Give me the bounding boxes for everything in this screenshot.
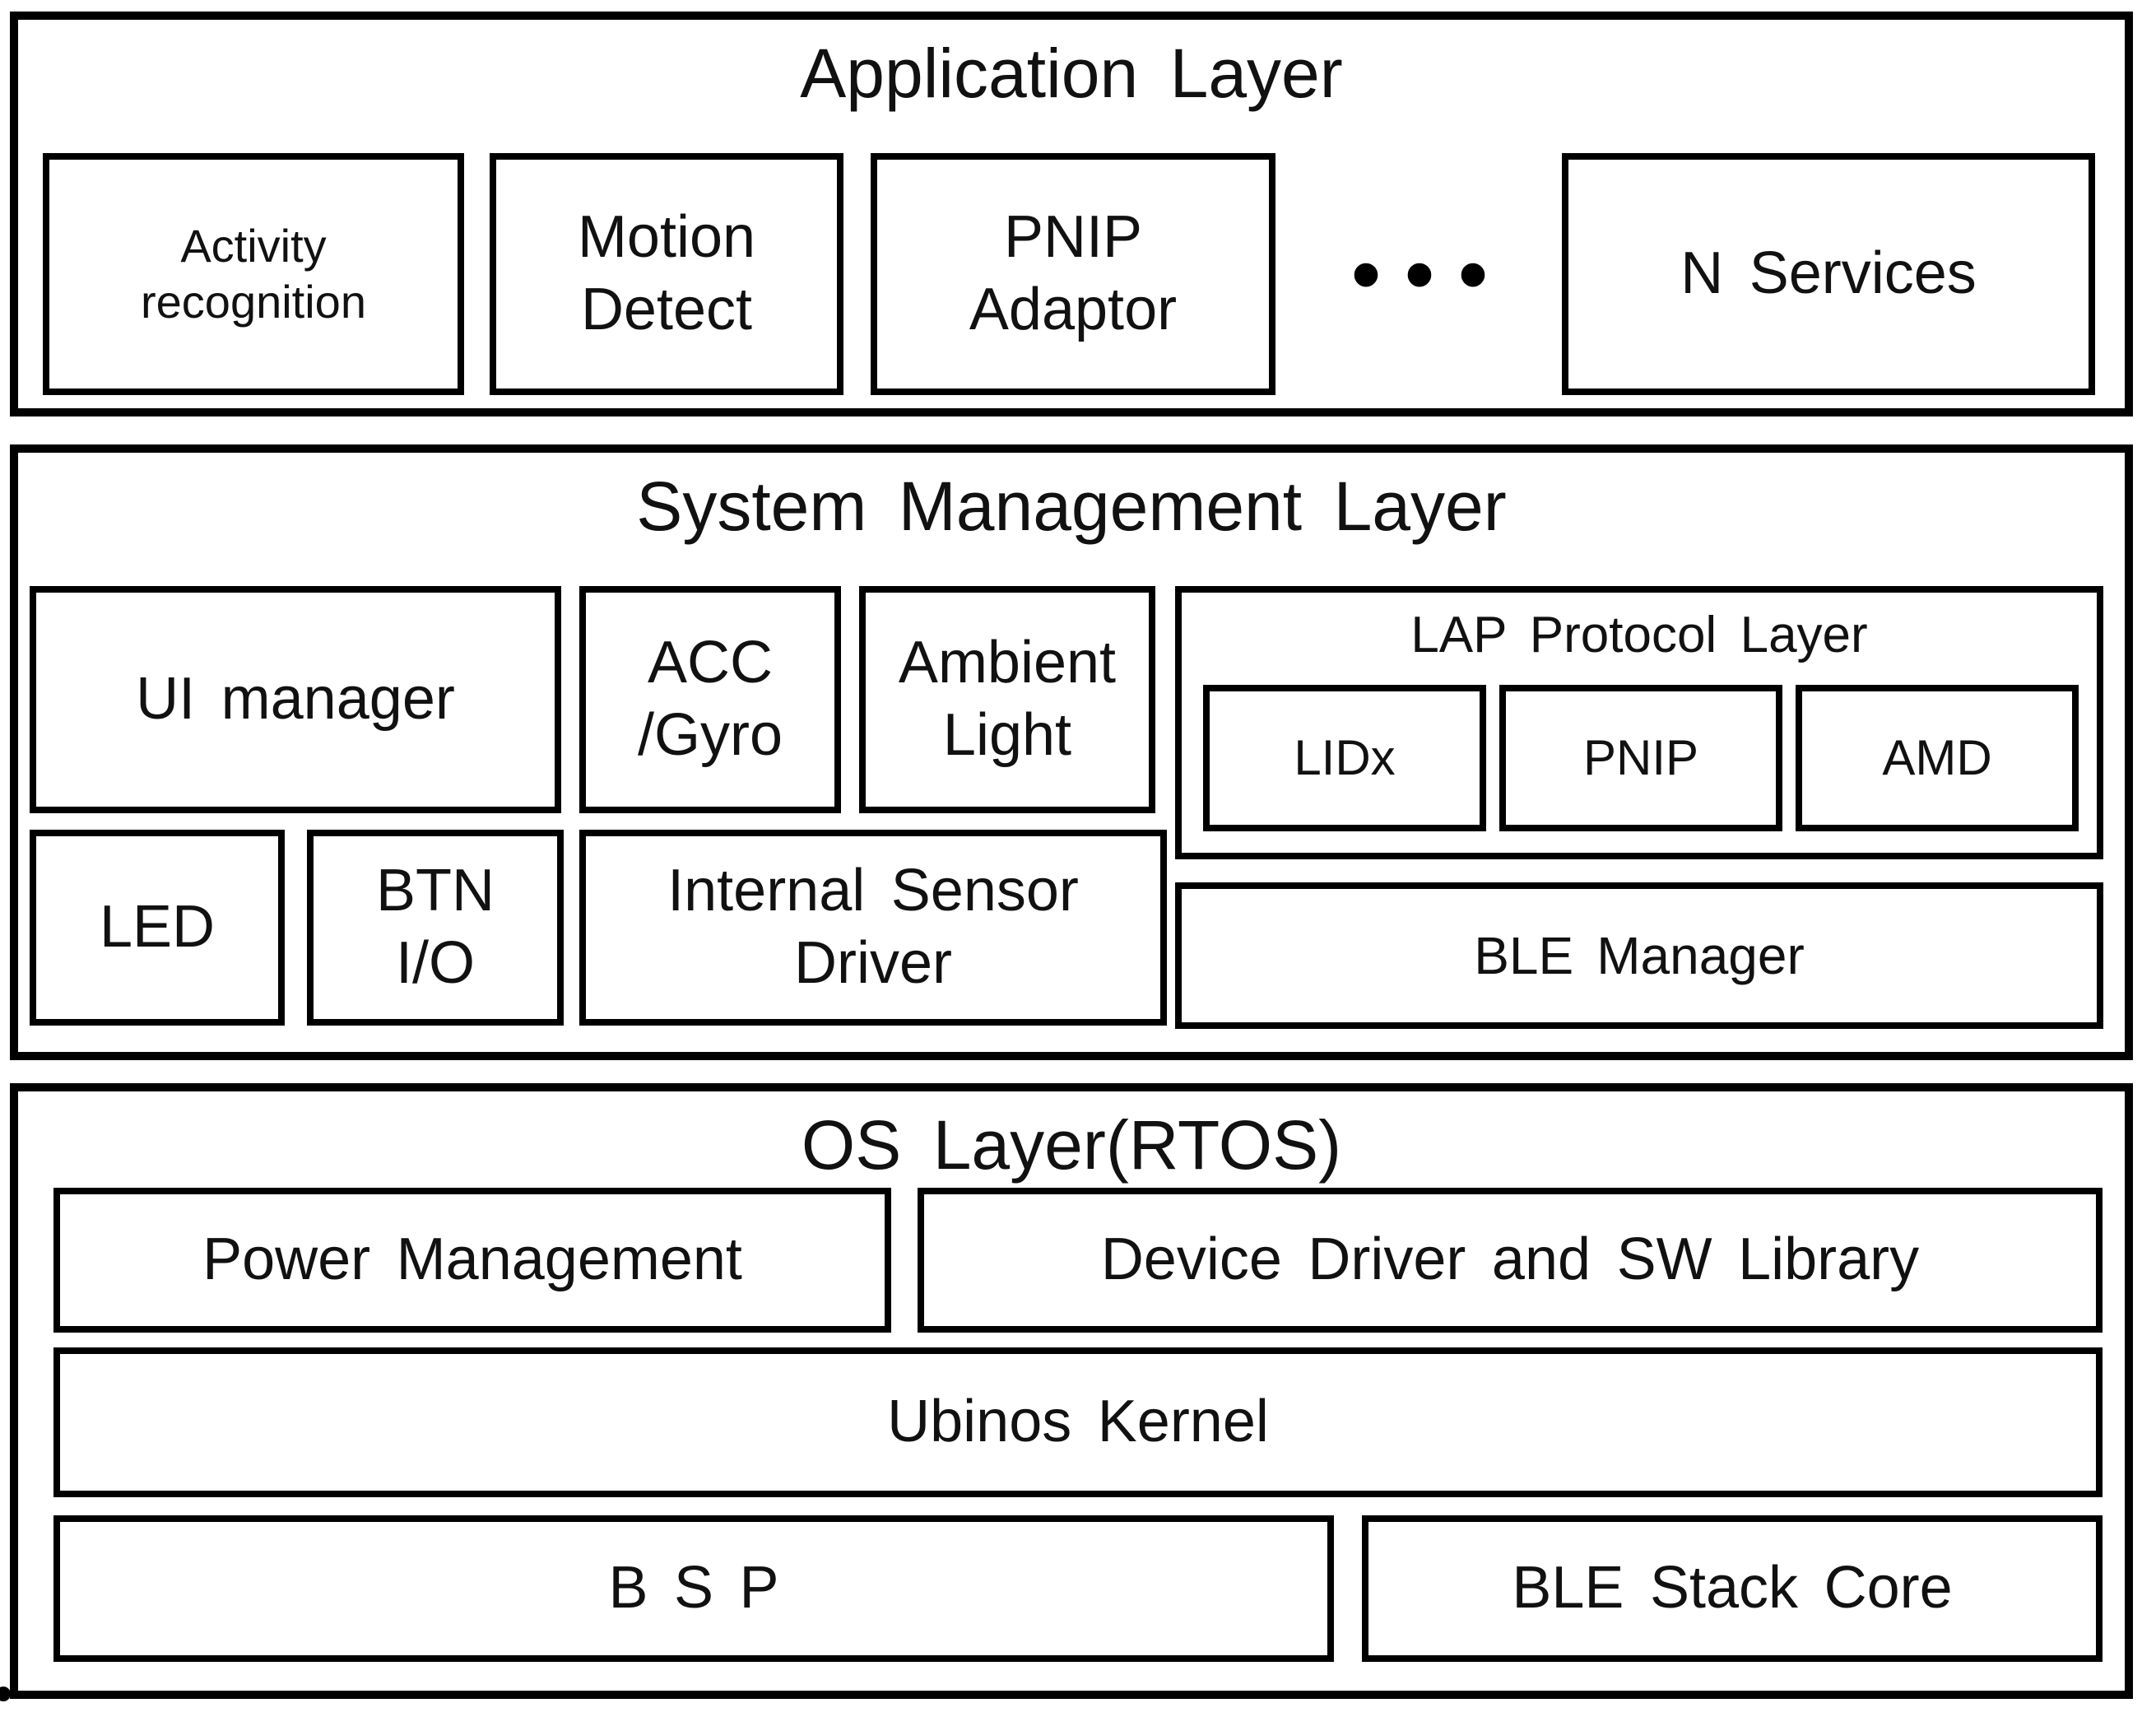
- ubinos-kernel-box: Ubinos Kernel: [53, 1347, 2103, 1497]
- led-label: LED: [99, 894, 216, 961]
- motion-detect-label: Motion Detect: [577, 204, 756, 342]
- pnip-adaptor-box: PNIP Adaptor: [871, 153, 1275, 395]
- application-layer-container: Application Layer Activity recognition M…: [10, 12, 2133, 416]
- os-layer-container: OS Layer(RTOS) Power Management Device D…: [10, 1083, 2133, 1699]
- activity-recognition-box: Activity recognition: [43, 153, 464, 395]
- ui-manager-label: UI manager: [136, 666, 455, 733]
- lidx-box: LIDx: [1203, 685, 1486, 831]
- amd-box: AMD: [1796, 685, 2079, 831]
- power-management-box: Power Management: [53, 1188, 891, 1333]
- internal-sensor-driver-box: Internal Sensor Driver: [579, 830, 1167, 1026]
- ble-manager-label: BLE Manager: [1474, 925, 1805, 985]
- bsp-box: B S P: [53, 1515, 1334, 1662]
- ambient-light-label: Ambient Light: [898, 630, 1117, 768]
- acc-gyro-label: ACC /Gyro: [637, 630, 783, 768]
- activity-recognition-label: Activity recognition: [141, 219, 366, 328]
- ble-manager-box: BLE Manager: [1175, 882, 2103, 1029]
- lap-protocol-layer-box: LAP Protocol Layer LIDx PNIP AMD: [1175, 586, 2103, 859]
- pnip-adaptor-label: PNIP Adaptor: [969, 204, 1178, 342]
- ble-stack-core-label: BLE Stack Core: [1512, 1555, 1953, 1622]
- ellipsis-dots-icon: •••: [1351, 228, 1512, 320]
- lidx-label: LIDx: [1294, 730, 1396, 786]
- motion-detect-box: Motion Detect: [490, 153, 843, 395]
- device-driver-sw-library-label: Device Driver and SW Library: [1100, 1226, 1920, 1293]
- system-management-layer-title: System Management Layer: [636, 468, 1507, 545]
- ui-manager-box: UI manager: [30, 586, 561, 813]
- n-services-label: N Services: [1680, 240, 1977, 307]
- amd-label: AMD: [1882, 730, 1992, 786]
- system-management-layer-container: System Management Layer UI manager ACC /…: [10, 444, 2133, 1060]
- internal-sensor-driver-label: Internal Sensor Driver: [667, 858, 1079, 996]
- application-layer-title: Application Layer: [800, 35, 1343, 112]
- power-management-label: Power Management: [202, 1226, 742, 1293]
- btn-io-box: BTN I/O: [307, 830, 564, 1026]
- device-driver-sw-library-box: Device Driver and SW Library: [918, 1188, 2103, 1333]
- n-services-box: N Services: [1562, 153, 2095, 395]
- led-box: LED: [30, 830, 285, 1026]
- ellipsis-zone: •••: [1277, 153, 1562, 395]
- lap-protocol-layer-title: LAP Protocol Layer: [1410, 607, 1868, 663]
- ubinos-kernel-label: Ubinos Kernel: [887, 1389, 1269, 1455]
- pnip-box: PNIP: [1499, 685, 1782, 831]
- acc-gyro-box: ACC /Gyro: [579, 586, 841, 813]
- stray-mark: [0, 1687, 11, 1701]
- pnip-label: PNIP: [1582, 730, 1699, 786]
- ble-stack-core-box: BLE Stack Core: [1362, 1515, 2103, 1662]
- ambient-light-box: Ambient Light: [859, 586, 1155, 813]
- os-layer-title: OS Layer(RTOS): [801, 1106, 1342, 1184]
- btn-io-label: BTN I/O: [376, 858, 495, 996]
- bsp-label: B S P: [608, 1555, 779, 1622]
